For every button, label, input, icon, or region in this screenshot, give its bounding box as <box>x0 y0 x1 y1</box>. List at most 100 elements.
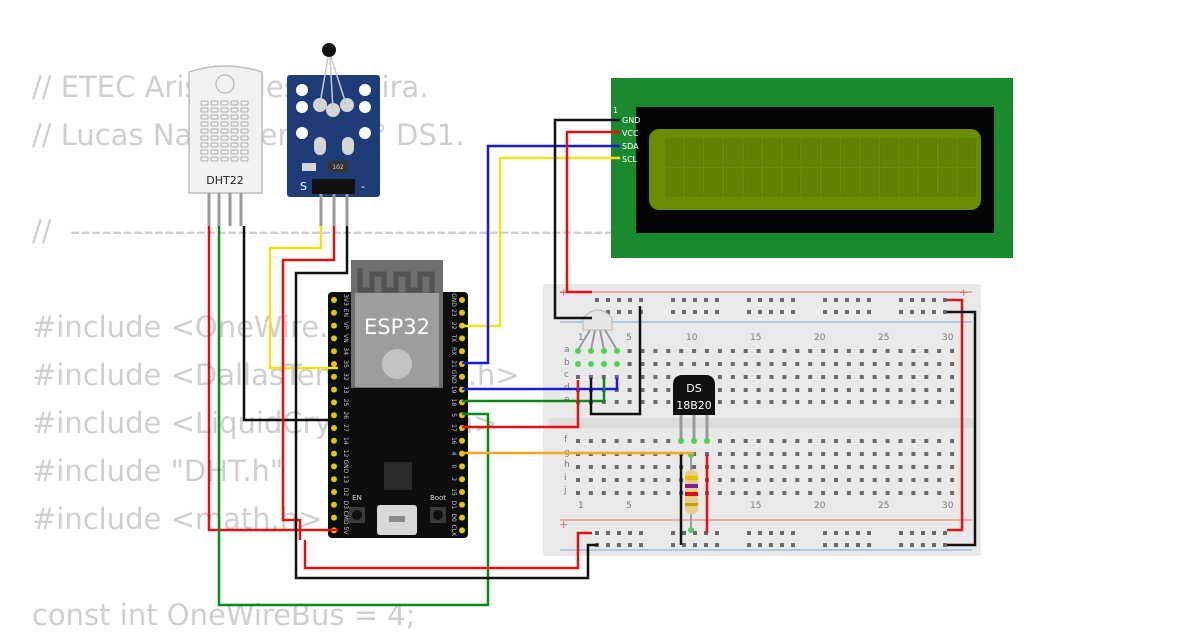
esp32-pin-label: VP <box>342 322 349 330</box>
ds18b20-sensor: DS 18B20 <box>673 375 715 444</box>
esp32-pin-label: VN <box>342 334 349 343</box>
lcd-character-grid <box>665 138 976 197</box>
wire-dht-gnd <box>242 226 338 422</box>
boot-button[interactable] <box>433 510 443 520</box>
wire-led-gnd <box>589 306 642 416</box>
esp32-pin-label: 13 <box>342 475 349 483</box>
row-letter: h <box>564 460 570 470</box>
esp32-pin-label: 32 <box>342 373 349 381</box>
lcd-scl-label: SCL <box>622 155 638 164</box>
thermistor-head <box>322 43 336 57</box>
esp32-pin-label: GND <box>450 293 457 307</box>
esp32-pin-label: 19 <box>450 386 457 394</box>
esp32-pin-label: 3V3 <box>342 294 349 306</box>
ntc-temperature-module: 102 S - <box>287 43 380 226</box>
esp32-pin-label: 5 <box>450 413 457 417</box>
column-number: 20 <box>814 501 826 511</box>
column-number: 25 <box>878 501 889 511</box>
esp32-pin-label: 34 <box>342 347 349 355</box>
row-letter: i <box>564 473 567 483</box>
wires <box>207 118 977 607</box>
esp32-pin-label: RX <box>450 347 457 355</box>
esp32-pin-label: 22 <box>450 322 457 330</box>
ntc-resistor-label: 102 <box>332 164 344 171</box>
wire-ntc-signal <box>268 226 338 370</box>
dht22-label: DHT22 <box>206 174 243 187</box>
esp32-pin-label: GND <box>342 460 349 474</box>
column-number: 30 <box>942 333 954 343</box>
esp32-pin-label: 33 <box>342 386 349 394</box>
wire-rail-red <box>947 298 964 532</box>
wire-dht-data <box>217 226 490 607</box>
wire-led-red <box>462 380 580 429</box>
rail-plus-label: + <box>559 286 568 299</box>
esp32-pin-label: 18 <box>450 399 457 407</box>
esp32-pin-label: 26 <box>342 411 349 419</box>
esp32-pin-label: 0 <box>450 464 457 468</box>
wire-led-blue <box>462 378 619 391</box>
en-button[interactable] <box>352 510 362 520</box>
row-letter: f <box>564 435 568 445</box>
breadboard: + + + 1 5 10 15 20 25 30 1 5 10 15 20 25… <box>543 284 981 556</box>
column-number: 10 <box>686 333 698 343</box>
esp32-pin-label: 25 <box>342 399 349 407</box>
wire-led-green <box>462 378 606 403</box>
esp32-pin-label: D3 <box>342 501 349 510</box>
column-number: 20 <box>814 333 826 343</box>
rail-plus-label: + <box>559 518 568 531</box>
esp32-pin-label: 14 <box>342 437 349 445</box>
esp32-pin-label: 15 <box>450 488 457 496</box>
espressif-logo-icon <box>382 349 412 379</box>
wire-dht-vcc <box>207 226 338 532</box>
lcd-display: 1 GND VCC SDA SCL <box>611 78 1013 258</box>
pullup-resistor <box>685 452 698 533</box>
ds18b20-label-line1: DS <box>686 382 701 395</box>
esp32-pin-label: 27 <box>342 424 349 432</box>
esp32-pin-label: 4 <box>450 452 457 456</box>
code-line: const int OneWireBus = 4; <box>32 598 416 632</box>
esp32-pin-label: EN <box>342 309 349 317</box>
esp32-pin-label: CMD <box>342 511 349 525</box>
rgb-led <box>575 309 620 367</box>
row-letter: c <box>564 370 569 380</box>
esp32-board: ESP32 EN Boot 3V3ENVPVN34353233252627141… <box>328 260 468 538</box>
esp32-pin-label: 35 <box>342 360 349 368</box>
esp32-pin-label: 2 <box>450 477 457 481</box>
wire-ntc-vcc <box>281 226 336 540</box>
esp32-pin-label: CLK <box>450 525 457 538</box>
rail-plus-label: + <box>959 286 968 299</box>
code-line: // -------------------------------------… <box>32 214 688 248</box>
lcd-sda-label: SDA <box>622 142 639 151</box>
wire-lcd-vcc <box>565 130 620 294</box>
ntc-ground-label: - <box>361 180 365 193</box>
esp32-pin-label: 21 <box>450 360 457 368</box>
lcd-pin1-label: 1 <box>613 106 618 115</box>
dht22-sensor: DHT22 <box>188 65 263 226</box>
esp32-pin-label: 16 <box>450 437 457 445</box>
esp32-pin-label: TX <box>450 334 457 343</box>
ds18b20-label-line2: 18B20 <box>676 399 712 412</box>
column-number: 25 <box>878 333 889 343</box>
code-line: #include "DHT.h" <box>32 454 284 488</box>
esp32-pin-label: 5V <box>342 526 349 535</box>
esp32-pin-label: GND <box>450 370 457 384</box>
row-letter: j <box>563 486 567 496</box>
esp32-pin-label: D1 <box>450 501 457 510</box>
column-number: 30 <box>942 501 954 511</box>
lcd-gnd-label: GND <box>622 116 640 125</box>
column-number: 1 <box>578 333 584 343</box>
column-number: 1 <box>578 501 584 511</box>
ntc-signal-label: S <box>300 180 307 193</box>
esp32-pin-label: D2 <box>342 488 349 497</box>
dht22-grille <box>200 100 249 162</box>
esp32-pin-label: 12 <box>342 450 349 458</box>
column-number: 15 <box>750 501 761 511</box>
column-number: 5 <box>626 501 632 511</box>
esp32-label: ESP32 <box>364 315 430 339</box>
esp32-pin-label: 23 <box>450 309 457 317</box>
column-number: 15 <box>750 333 761 343</box>
wire-breadboard-power <box>303 531 592 570</box>
